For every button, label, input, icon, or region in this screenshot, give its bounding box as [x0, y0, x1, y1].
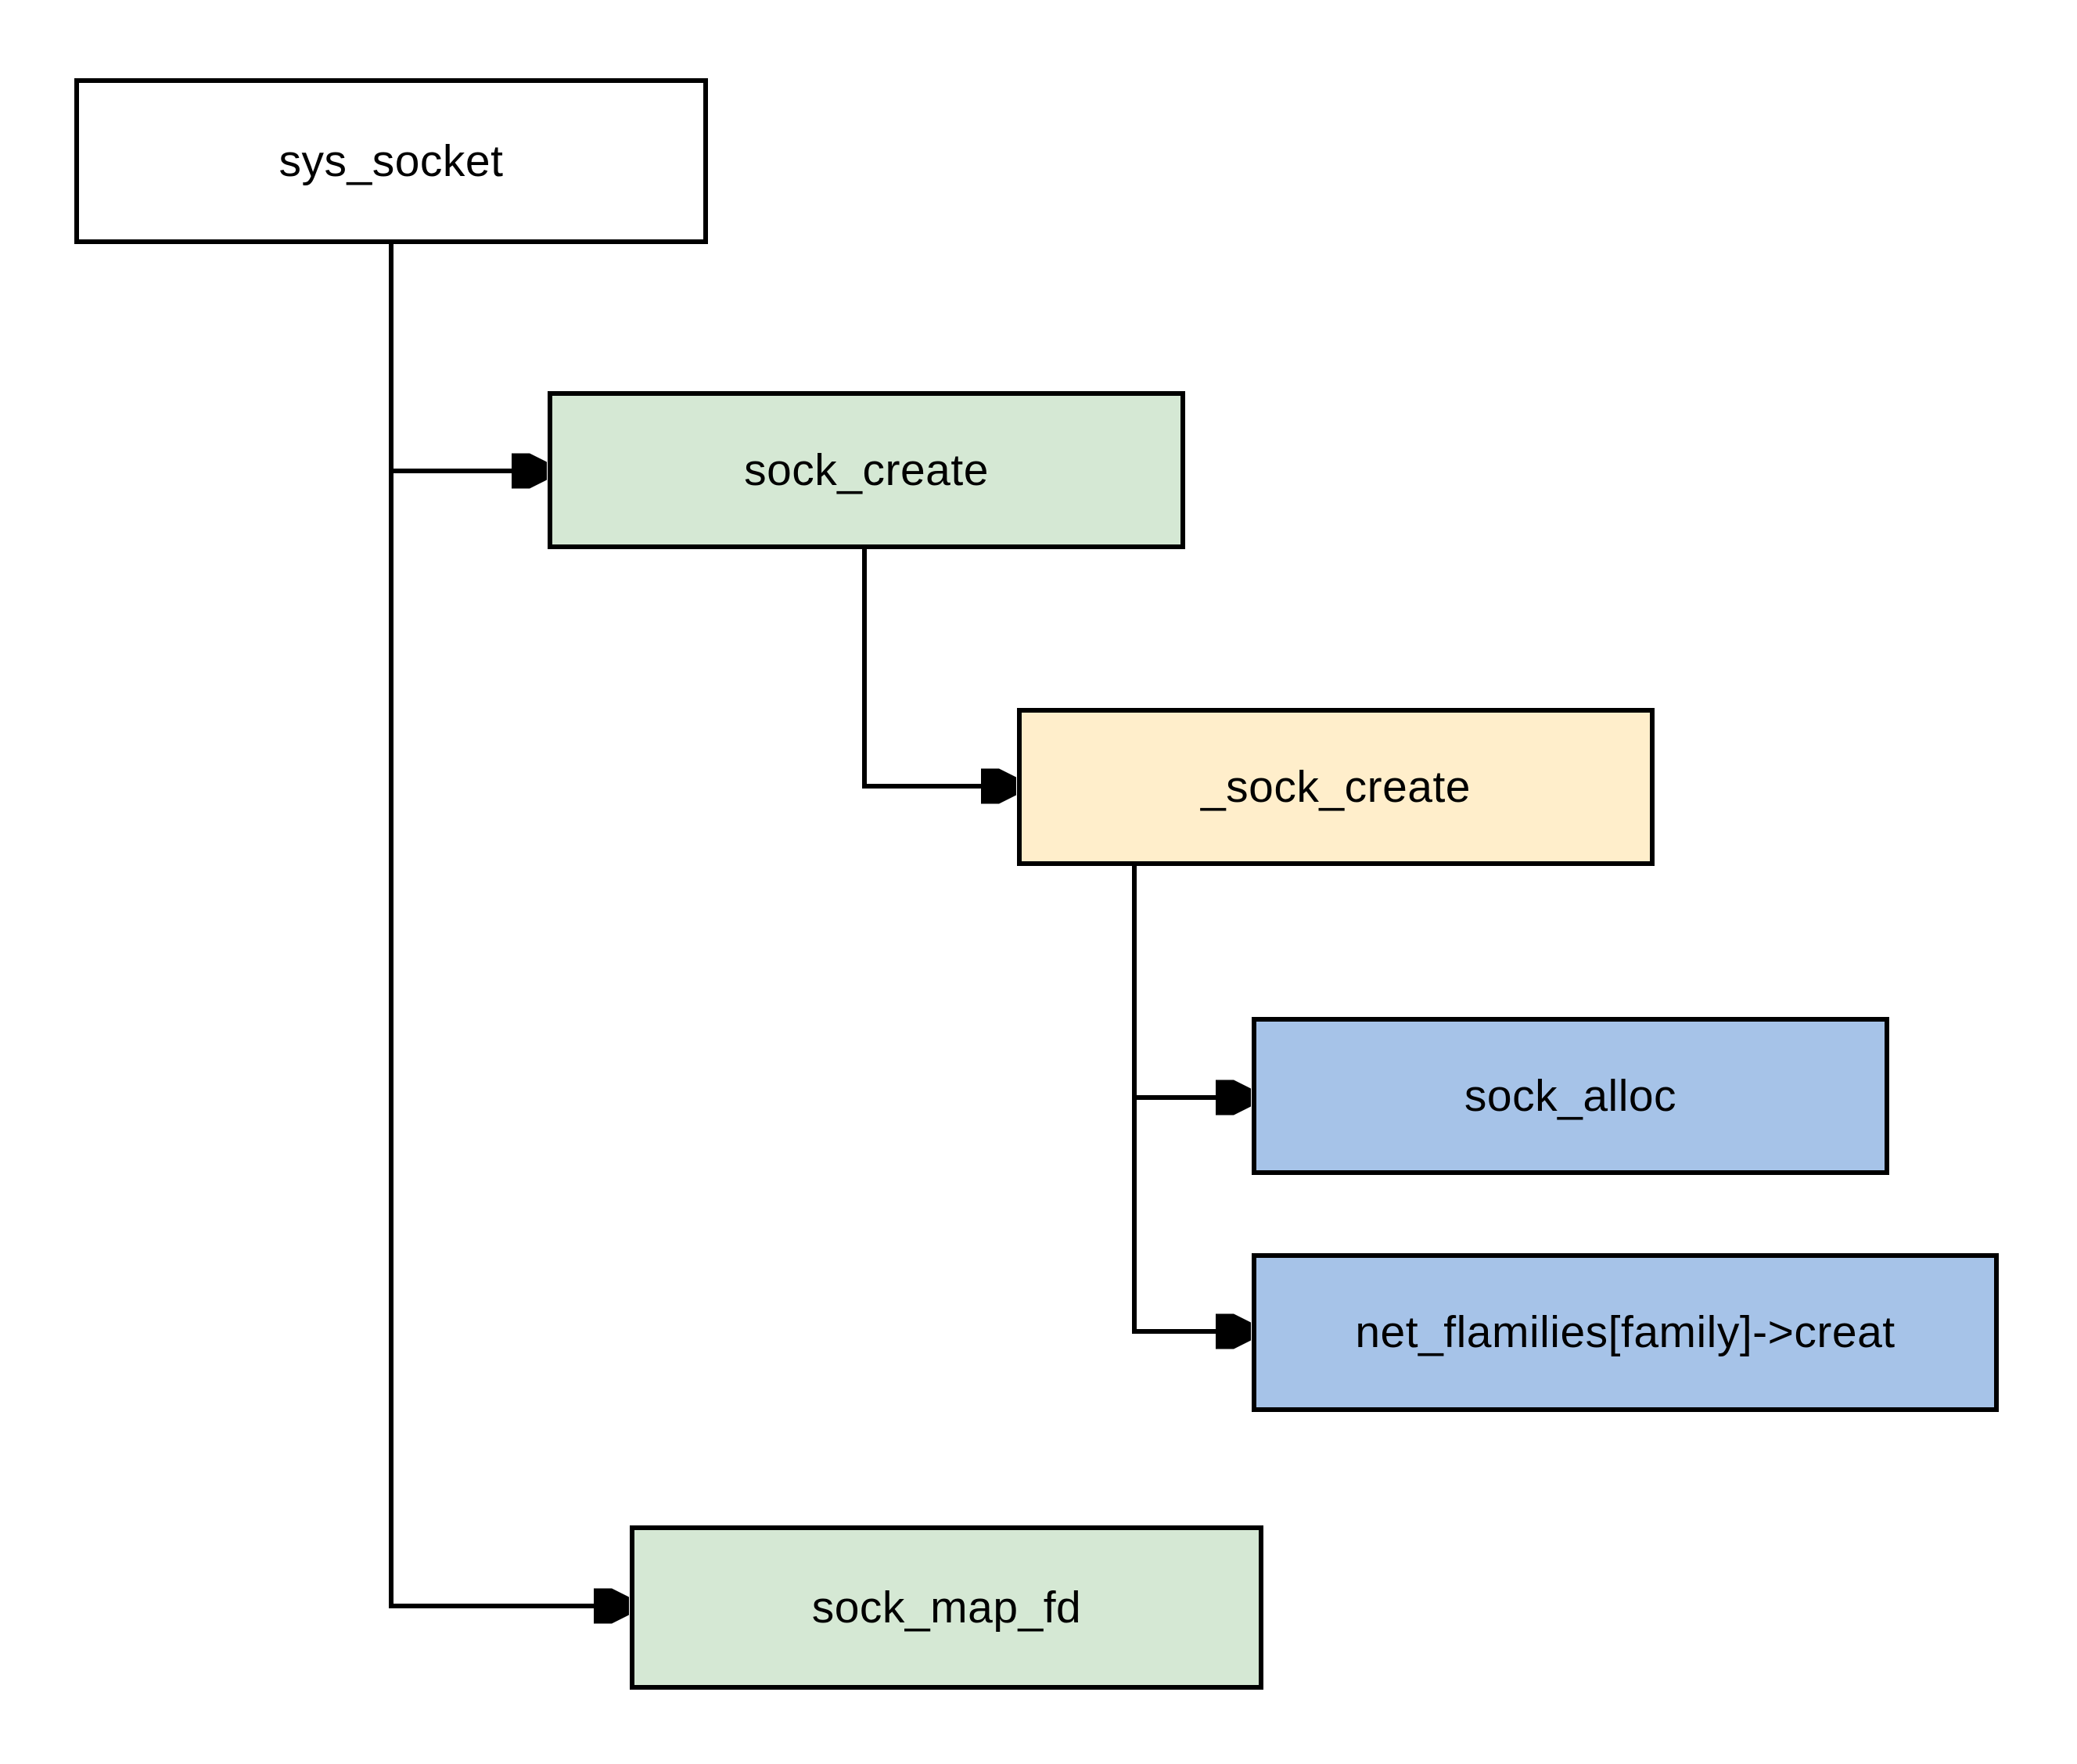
node-net-families-create: net_flamilies[family]->creat	[1252, 1253, 1999, 1412]
node-sock-create-label: sock_create	[744, 444, 989, 495]
node-sock-map-fd-label: sock_map_fd	[811, 1582, 1082, 1633]
node-sys-socket: sys_socket	[74, 78, 708, 244]
node-sock-map-fd: sock_map_fd	[630, 1525, 1263, 1690]
edge-_sock_create-net_families	[1132, 1098, 1248, 1331]
node-sys-socket-label: sys_socket	[278, 135, 504, 186]
node-sock-alloc: sock_alloc	[1252, 1017, 1889, 1175]
node-sock-alloc-label: sock_alloc	[1464, 1070, 1677, 1121]
edge-_sock_create-sock_alloc	[1132, 866, 1248, 1098]
node-underscore-sock-create: _sock_create	[1017, 708, 1655, 866]
node-net-families-create-label: net_flamilies[family]->creat	[1355, 1307, 1896, 1358]
node-underscore-sock-create-label: _sock_create	[1200, 761, 1472, 812]
edge-sock_create-_sock_create	[862, 549, 1013, 786]
edge-sys_socket-sock_map_fd	[389, 244, 626, 1606]
node-sock-create: sock_create	[548, 391, 1185, 549]
